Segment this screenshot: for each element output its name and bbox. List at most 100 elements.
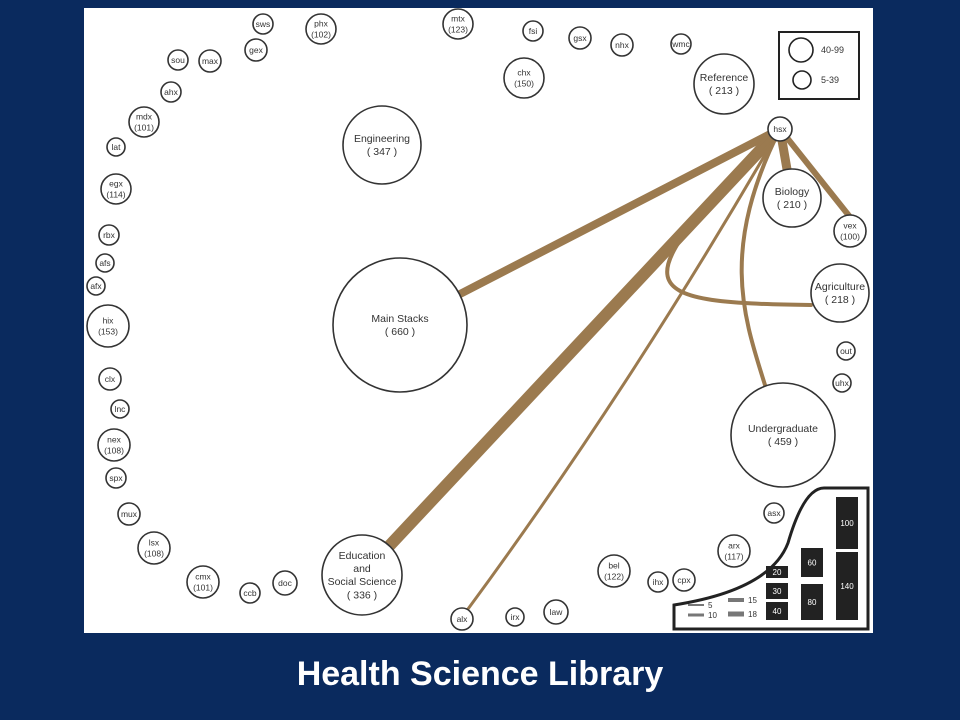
node-circle[interactable] [597,554,631,588]
node-circle[interactable] [95,253,115,273]
node-arx[interactable]: arx(117) [717,534,751,568]
node-circle[interactable] [610,33,634,57]
node-mdx[interactable]: mdx(101) [128,106,160,138]
node-main-stacks[interactable]: Main Stacks( 660 ) [332,257,468,393]
node-circle[interactable] [100,173,132,205]
node-circle[interactable] [450,607,474,631]
node-biology[interactable]: Biology( 210 ) [762,168,822,228]
node-circle[interactable] [110,399,130,419]
node-circle[interactable] [730,382,836,488]
node-wmc[interactable]: wmc [670,33,692,55]
node-fsi[interactable]: fsi [522,20,544,42]
node-circle[interactable] [543,599,569,625]
node-lsx[interactable]: lsx(108) [137,531,171,565]
node-circle[interactable] [670,33,692,55]
node-cpx[interactable]: cpx [672,568,696,592]
node-chx[interactable]: chx(150) [503,57,545,99]
bar-legend-label: 140 [840,582,854,591]
node-circle[interactable] [252,13,274,35]
node-circle[interactable] [442,8,474,40]
node-clx[interactable]: clx [98,367,122,391]
node-ccb[interactable]: ccb [239,582,261,604]
node-gex[interactable]: gex [244,38,268,62]
node-mux[interactable]: mux [117,502,141,526]
node-circle[interactable] [833,214,867,248]
node-afs[interactable]: afs [95,253,115,273]
node-circle[interactable] [137,531,171,565]
node-circle[interactable] [98,224,120,246]
node-circle[interactable] [86,304,130,348]
node-circle[interactable] [106,137,126,157]
node-circle[interactable] [836,341,856,361]
node-circle[interactable] [332,257,468,393]
node-hsx[interactable]: hsx [767,116,793,142]
node-circle[interactable] [105,467,127,489]
bar-legend-bar [836,497,858,549]
node-circle[interactable] [672,568,696,592]
node-gsx[interactable]: gsx [568,26,592,50]
node-circle[interactable] [763,502,785,524]
node-circle[interactable] [239,582,261,604]
node-circle[interactable] [342,105,422,185]
bar-legend-bar [766,566,788,578]
node-mtx[interactable]: mtx(123) [442,8,474,40]
node-circle[interactable] [810,263,870,323]
node-nhx[interactable]: nhx [610,33,634,57]
node-circle[interactable] [272,570,298,596]
node-egx[interactable]: egx(114) [100,173,132,205]
node-circle[interactable] [97,428,131,462]
node-ahx[interactable]: ahx [160,81,182,103]
node-law[interactable]: law [543,599,569,625]
node-nex[interactable]: nex(108) [97,428,131,462]
node-circle[interactable] [117,502,141,526]
node-circle[interactable] [717,534,751,568]
node-ihx[interactable]: ihx [647,571,669,593]
node-circle[interactable] [568,26,592,50]
node-circle[interactable] [98,367,122,391]
node-circle[interactable] [160,81,182,103]
node-sou[interactable]: sou [167,49,189,71]
node-reference[interactable]: Reference( 213 ) [693,53,755,115]
node-lat[interactable]: lat [106,137,126,157]
node-max[interactable]: max [198,49,222,73]
node-circle[interactable] [522,20,544,42]
node-asx[interactable]: asx [763,502,785,524]
node-alx[interactable]: alx [450,607,474,631]
node-cmx[interactable]: cmx(101) [186,565,220,599]
node-circle[interactable] [305,13,337,45]
node-spx[interactable]: spx [105,467,127,489]
node-afx[interactable]: afx [86,276,106,296]
node-circle[interactable] [647,571,669,593]
node-doc[interactable]: doc [272,570,298,596]
node-circle[interactable] [186,565,220,599]
node-label: ( 336 ) [347,589,377,601]
node-undergraduate[interactable]: Undergraduate( 459 ) [730,382,836,488]
node-out[interactable]: out [836,341,856,361]
node-circle[interactable] [693,53,755,115]
node-uhx[interactable]: uhx [832,373,852,393]
node-circle[interactable] [832,373,852,393]
node-circle[interactable] [767,116,793,142]
node-label: nex [107,435,121,445]
node-circle[interactable] [128,106,160,138]
node-sws[interactable]: sws [252,13,274,35]
node-agriculture[interactable]: Agriculture( 218 ) [810,263,870,323]
node-bel[interactable]: bel(122) [597,554,631,588]
node-engineering[interactable]: Engineering( 347 ) [342,105,422,185]
node-irx[interactable]: irx [505,607,525,627]
node-rbx[interactable]: rbx [98,224,120,246]
node-circle[interactable] [505,607,525,627]
node-circle[interactable] [762,168,822,228]
node-vex[interactable]: vex(100) [833,214,867,248]
node-circle[interactable] [86,276,106,296]
node-hix[interactable]: hix(153) [86,304,130,348]
node-circle[interactable] [244,38,268,62]
node-phx[interactable]: phx(102) [305,13,337,45]
node-lnc[interactable]: lnc [110,399,130,419]
node-circle[interactable] [198,49,222,73]
bar-legend-label: 60 [808,559,817,568]
node-circle[interactable] [503,57,545,99]
node-circle[interactable] [321,534,403,616]
node-circle[interactable] [167,49,189,71]
